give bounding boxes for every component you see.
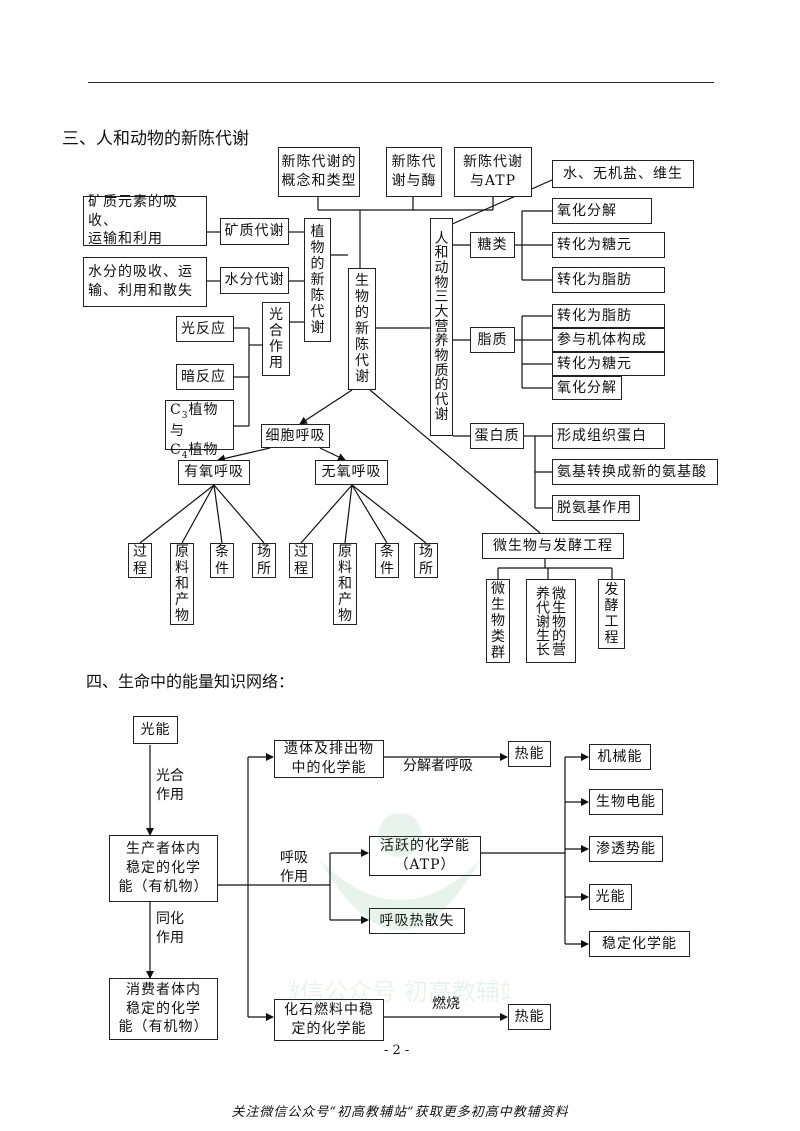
consumer-energy-box: 消费者体内 稳定的化学 能（有机物） <box>109 978 218 1040</box>
water-metabolism-box: 水分代谢 <box>220 267 289 294</box>
human-metabolism-label: 人和动物三大营养物质的代谢 <box>434 230 449 423</box>
decomposer-arrow-label: 分解者呼吸 <box>403 758 473 774</box>
output-light-energy: 光能 <box>589 884 632 910</box>
c3-c4-plants-box: C3植物与 C4植物 <box>165 400 234 461</box>
plant-metabolism-box: 植物的新陈代谢 <box>304 218 331 342</box>
anaerobic-site-box: 场所 <box>414 543 438 578</box>
microbe-groups-box: 微生物类群 <box>486 579 510 663</box>
fossil-fuel-box: 化石燃料中稳 定的化学能 <box>274 999 384 1041</box>
watermark-text: 微信公众号 初高教辅站 <box>290 978 510 1006</box>
aerobic-site-label: 场所 <box>257 544 271 577</box>
burning-arrow-label: 燃烧 <box>432 996 460 1012</box>
fermentation-engineering-box: 发酵工程 <box>598 579 625 649</box>
c3-subscript: 3 <box>181 410 189 421</box>
mineral-metabolism-box: 矿质代谢 <box>220 218 289 245</box>
heat-energy-box-2: 热能 <box>508 1004 551 1030</box>
lipid-item-1: 参与机体构成 <box>552 328 665 352</box>
lipid-item-3: 氧化分解 <box>552 376 622 400</box>
anaerobic-process-label: 过程 <box>294 544 308 577</box>
section-4-title: 四、生命中的能量知识网络： <box>86 672 295 691</box>
watermark-logo: 微信公众号 初高教辅站 <box>290 813 510 1006</box>
top-rule <box>88 82 714 83</box>
dark-reaction-box: 暗反应 <box>176 364 234 390</box>
anaerobic-respiration-box: 无氧呼吸 <box>315 460 388 485</box>
metabolism-enzyme-box: 新陈代 谢与酶 <box>386 147 442 197</box>
microbe-nutrition-box: 微生物的营养代谢生长 <box>526 579 576 663</box>
producer-energy-box: 生产者体内 稳定的化学 能（有机物） <box>109 835 218 902</box>
aerobic-conditions-label: 条件 <box>215 544 229 577</box>
microbe-nutrition-label: 微生物的营养代谢生长 <box>534 586 566 656</box>
metabolism-concept-box: 新陈代谢的 概念和类型 <box>278 147 360 197</box>
heat-energy-box-1: 热能 <box>508 741 551 767</box>
light-energy-box: 光能 <box>133 716 178 744</box>
anaerobic-conditions-label: 条件 <box>380 544 394 577</box>
cell-respiration-box: 细胞呼吸 <box>261 424 330 448</box>
photosynthesis-arrow-label: 光合 作用 <box>156 768 184 803</box>
aerobic-materials-box: 原料和产物 <box>170 543 194 625</box>
assimilation-arrow-label: 同化 作用 <box>156 911 184 946</box>
c4-subscript: 4 <box>181 450 189 461</box>
anaerobic-process-box: 过程 <box>289 543 313 578</box>
respiration-arrow-label: 呼吸 作用 <box>280 850 308 885</box>
anaerobic-materials-label: 原料和产物 <box>338 543 352 625</box>
metabolism-atp-box: 新陈代谢 与ATP <box>454 147 532 197</box>
c4-letter: C <box>170 441 182 458</box>
c4-text: 植物 <box>188 441 219 458</box>
sugar-item-0: 氧化分解 <box>552 198 652 224</box>
water-salt-vitamin-box: 水、无机盐、维生 <box>552 160 694 188</box>
water-uptake-box: 水分的吸收、运 输、利用和散失 <box>83 257 207 307</box>
section-3-title: 三、人和动物的新陈代谢 <box>62 129 249 149</box>
bio-metabolism-label: 生物的新陈代谢 <box>355 272 369 386</box>
anaerobic-materials-box: 原料和产物 <box>333 543 357 625</box>
aerobic-conditions-box: 条件 <box>210 543 234 578</box>
mineral-uptake-box: 矿质元素的吸收、 运输和利用 <box>83 194 207 247</box>
active-atp-box: 活跃的化学能 （ATP） <box>369 836 481 876</box>
c3-text: 植物与 <box>170 402 219 439</box>
aerobic-process-box: 过程 <box>128 543 152 578</box>
output-mechanical-energy: 机械能 <box>589 744 651 770</box>
remains-energy-box: 遗体及排出物 中的化学能 <box>274 740 384 778</box>
sugar-item-2: 转化为脂肪 <box>552 267 665 293</box>
microbe-groups-label: 微生物类群 <box>491 580 505 662</box>
microbe-fermentation-box: 微生物与发酵工程 <box>482 533 624 559</box>
c4-plant-line: C4植物 <box>170 441 218 462</box>
photosynthesis-label: 光合作用 <box>269 306 283 372</box>
protein-item-0: 形成组织蛋白 <box>552 423 665 449</box>
protein-box: 蛋白质 <box>470 423 524 449</box>
protein-item-1: 氨基转换成新的氨基酸 <box>552 459 718 485</box>
fermentation-engineering-label: 发酵工程 <box>604 581 619 647</box>
c3-letter: C <box>170 402 182 418</box>
aerobic-process-label: 过程 <box>133 544 147 577</box>
output-bioelectric-energy: 生物电能 <box>589 789 663 815</box>
sugar-box: 糖类 <box>470 232 515 258</box>
plant-metabolism-label: 植物的新陈代谢 <box>310 223 325 337</box>
output-osmotic-energy: 渗透势能 <box>589 836 663 862</box>
aerobic-site-box: 场所 <box>252 543 276 578</box>
lipid-box: 脂质 <box>470 327 515 353</box>
human-metabolism-box: 人和动物三大营养物质的代谢 <box>430 218 453 436</box>
light-reaction-box: 光反应 <box>176 316 234 342</box>
lipid-item-2: 转化为糖元 <box>552 352 665 376</box>
page-number: - 2 - <box>384 1043 410 1058</box>
protein-item-2: 脱氨基作用 <box>552 495 640 521</box>
anaerobic-site-label: 场所 <box>419 544 433 577</box>
lipid-item-0: 转化为脂肪 <box>552 304 665 328</box>
bio-metabolism-box: 生物的新陈代谢 <box>348 268 376 390</box>
output-stable-chemical-energy: 稳定化学能 <box>589 931 690 957</box>
sugar-item-1: 转化为糖元 <box>552 232 665 258</box>
c3-plant-line: C3植物与 <box>170 401 233 441</box>
photosynthesis-box: 光合作用 <box>262 302 290 376</box>
aerobic-materials-label: 原料和产物 <box>175 543 189 625</box>
aerobic-respiration-box: 有氧呼吸 <box>178 460 250 485</box>
anaerobic-conditions-box: 条件 <box>375 543 399 578</box>
respiration-heat-box: 呼吸热散失 <box>369 908 465 934</box>
footer-note: 关注微信公众号“初高教辅站”获取更多初高中教辅资料 <box>231 1105 569 1120</box>
